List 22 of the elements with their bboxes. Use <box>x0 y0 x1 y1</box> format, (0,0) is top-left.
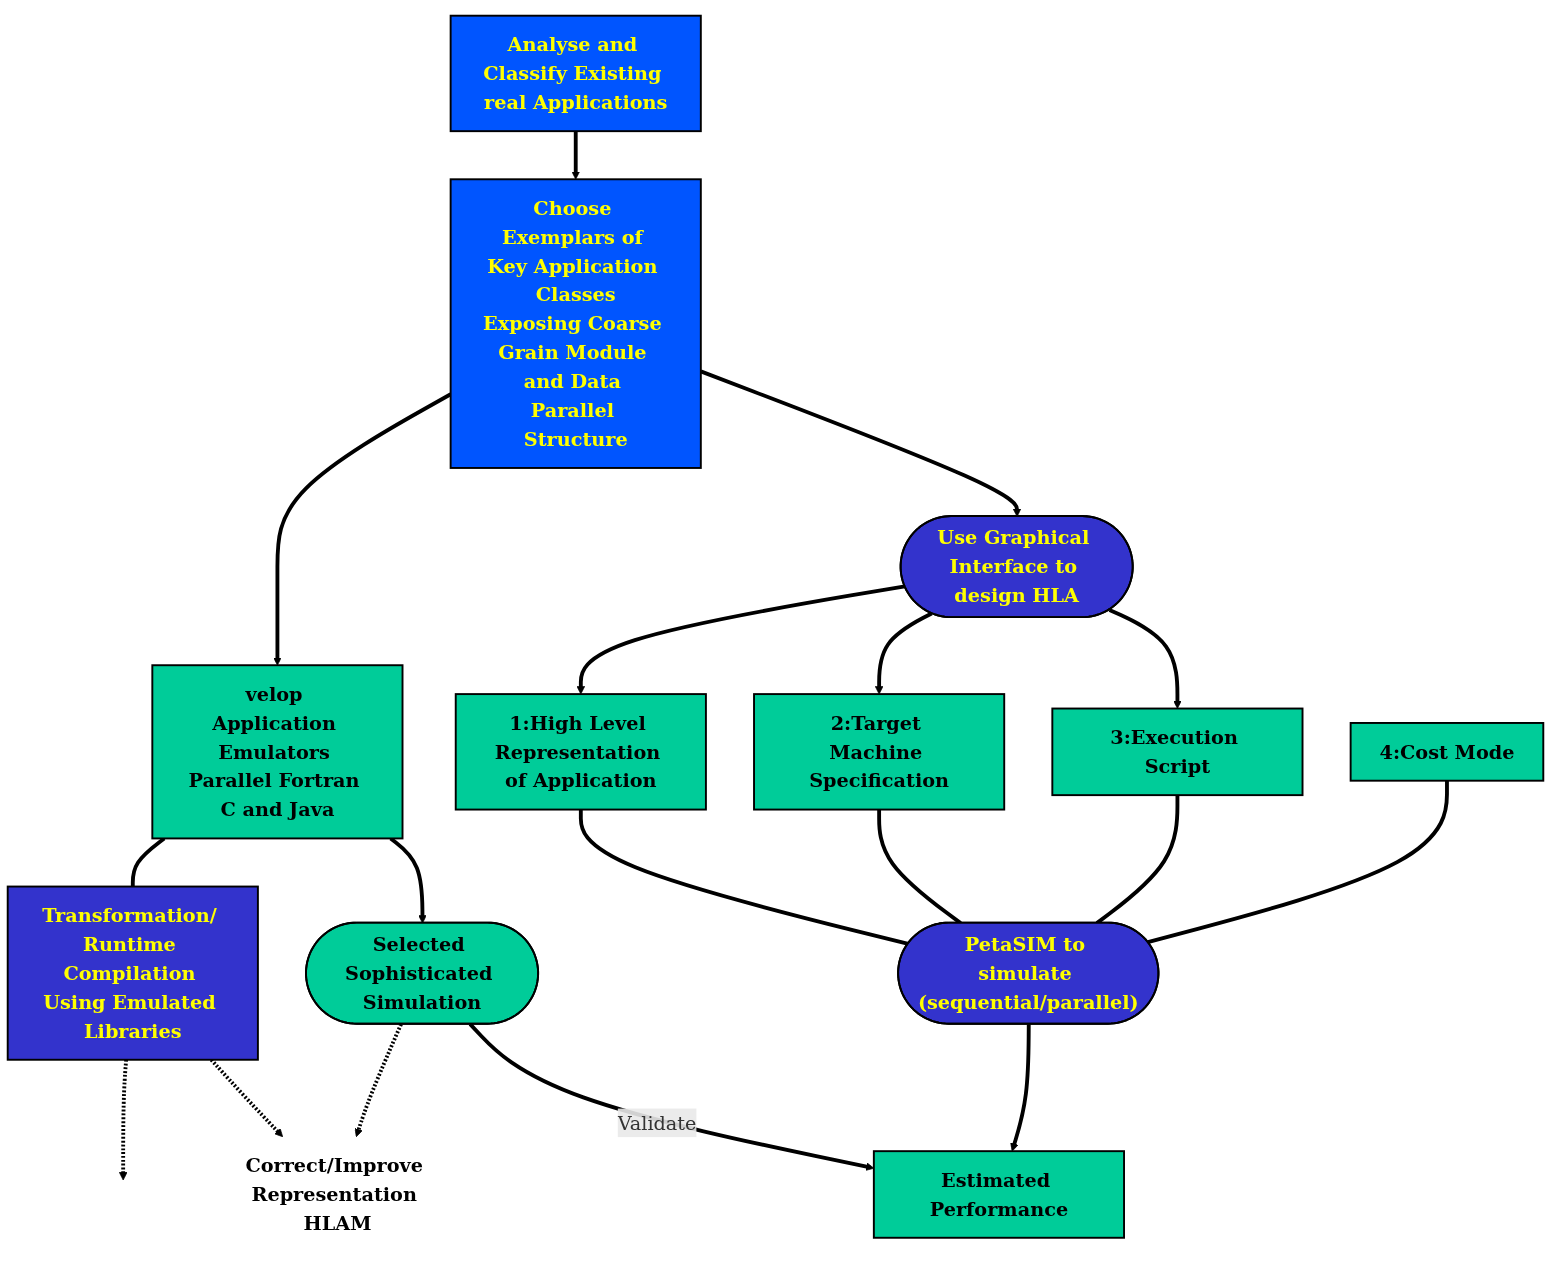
arrow <box>571 131 580 180</box>
arrow <box>576 584 906 695</box>
node-box: 1:High Level Representation of Application <box>454 693 707 811</box>
arrow <box>700 369 1022 517</box>
arrow <box>1010 1024 1031 1152</box>
node-box: 2:Target Machine Specification <box>753 693 1006 811</box>
connector <box>1147 780 1449 945</box>
arrow <box>354 1023 403 1138</box>
arrow <box>874 611 933 695</box>
node-box: Transformation/ Runtime Compilation Using Emulated Libraries <box>6 885 259 1061</box>
node-box: 4:Cost Mode <box>1349 722 1545 782</box>
arrow <box>1108 608 1182 709</box>
node-box: 3:Execution Script <box>1051 707 1304 797</box>
node-text: Correct/Improve Representation HLAM <box>245 1154 423 1235</box>
arrow <box>118 1059 129 1181</box>
node-box: velop Application Emulators Parallel Fortran C and Java <box>151 664 404 840</box>
edge-label: Validate <box>617 1111 697 1135</box>
node-box: Choose Exemplars of Key Application Classes Exposing Coarse Grain Module and Data Parallel Structure <box>449 178 702 469</box>
node-box: Estimated Performance <box>872 1150 1125 1239</box>
arrow <box>209 1058 284 1138</box>
connector <box>578 809 909 946</box>
node-box: Analyse and Classify Existing real Applications <box>449 14 702 133</box>
